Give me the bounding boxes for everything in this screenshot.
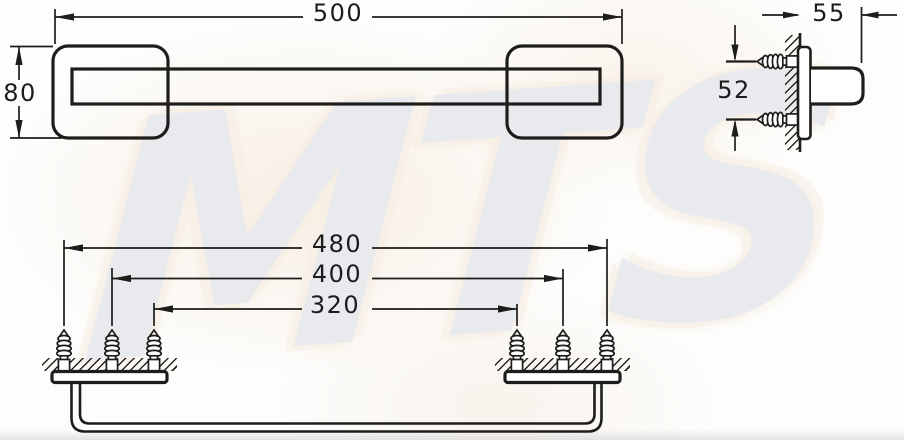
plan-left-mount-plate xyxy=(50,369,169,385)
arrowhead xyxy=(731,44,739,62)
arrowhead xyxy=(603,13,622,21)
plan-bar-inner-contour xyxy=(78,382,596,425)
front-left-mount-plate xyxy=(51,44,170,140)
arrowhead xyxy=(15,120,23,138)
plan-view xyxy=(50,239,622,433)
screw-icon xyxy=(598,329,616,374)
plan-extension-lines xyxy=(63,239,608,326)
plan-bar-outer-contour xyxy=(70,382,603,433)
arrowhead xyxy=(112,274,131,283)
arrowhead xyxy=(588,244,607,252)
arrowhead xyxy=(64,244,83,252)
front-bar xyxy=(70,67,602,106)
side-view xyxy=(726,7,897,152)
screw-icon xyxy=(554,329,572,374)
arrowhead xyxy=(15,46,23,65)
plan-right-mount-plate xyxy=(503,369,622,385)
dim-front-width-label: 500 xyxy=(312,0,364,27)
bottom-haze xyxy=(0,429,904,440)
arrowhead xyxy=(55,13,74,21)
screw-icon xyxy=(756,53,801,70)
dim-plan-middle-label: 400 xyxy=(311,260,363,288)
arrowhead xyxy=(861,11,879,19)
dim-plan-inner-label: 320 xyxy=(309,291,361,319)
arrowhead xyxy=(498,305,517,313)
arrowhead xyxy=(154,305,173,313)
screw-icon xyxy=(145,329,163,374)
screw-icon xyxy=(55,329,73,374)
arrowhead xyxy=(783,11,800,19)
dim-plan-outer-label: 480 xyxy=(311,230,363,258)
screw-icon xyxy=(508,329,526,374)
screw-icon xyxy=(756,111,801,128)
front-right-mount-plate xyxy=(505,44,624,140)
front-extension-lines xyxy=(10,9,623,139)
dim-ticks-52 xyxy=(726,60,756,121)
dim-screw-spacing-label: 52 xyxy=(717,76,751,104)
screw-icon xyxy=(103,329,121,374)
side-mount-plate xyxy=(796,45,812,141)
dim-side-depth-label: 55 xyxy=(812,0,846,27)
arrowhead xyxy=(731,119,739,137)
side-bar-stub xyxy=(811,66,865,106)
front-view xyxy=(10,9,624,140)
dim-front-height-label: 80 xyxy=(3,79,37,107)
arrowhead xyxy=(544,274,563,283)
